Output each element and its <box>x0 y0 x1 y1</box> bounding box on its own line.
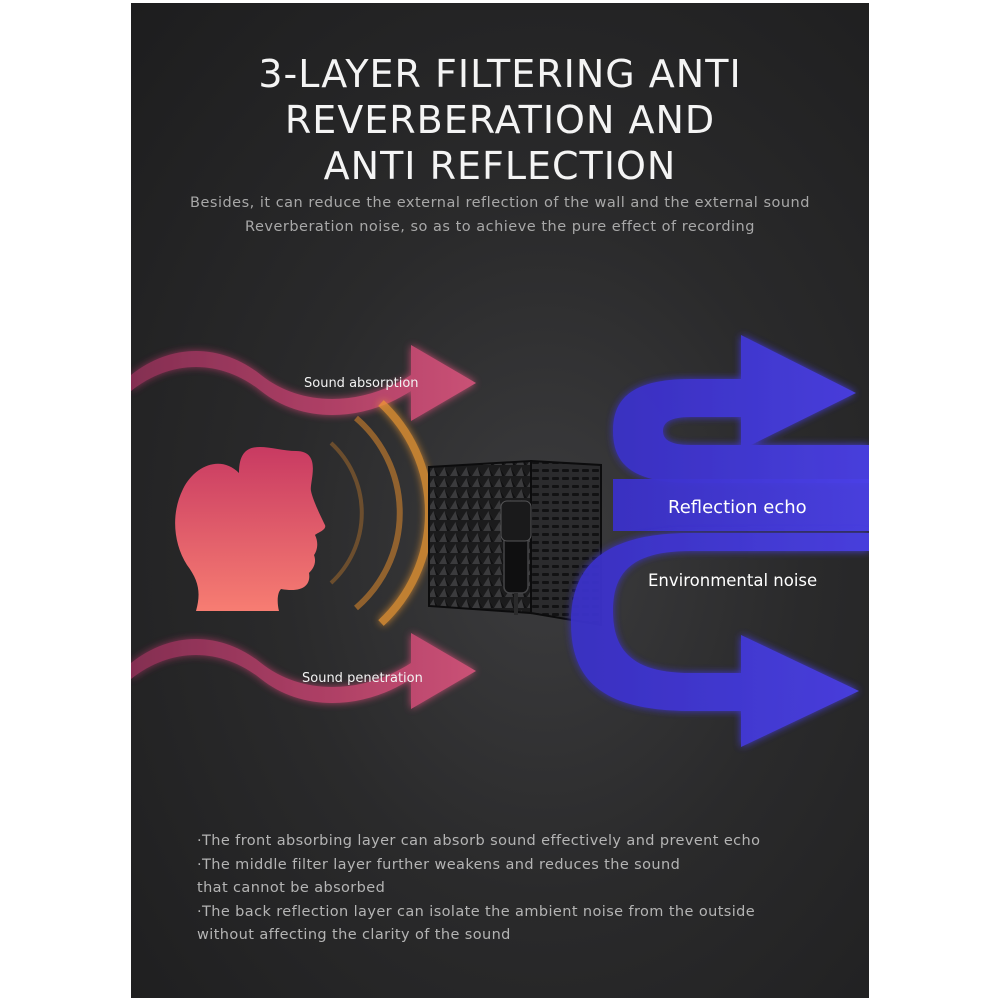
environmental-noise-arrow <box>571 533 869 747</box>
title-line-3: ANTI REFLECTION <box>323 144 677 188</box>
product-feature-panel: 3-LAYER FILTERING ANTI REVERBERATION AND… <box>131 3 869 998</box>
sound-penetration-label: Sound penetration <box>302 671 423 686</box>
head-silhouette-icon <box>175 446 326 611</box>
note-line: ·The front absorbing layer can absorb so… <box>197 833 761 849</box>
note-line: ·The back reflection layer can isolate t… <box>197 903 756 920</box>
title-line-1: 3-LAYER FILTERING ANTI <box>258 52 742 96</box>
subtitle: Besides, it can reduce the external refl… <box>131 191 869 239</box>
subtitle-line-2: Reverberation noise, so as to achieve th… <box>245 219 755 235</box>
illustration <box>131 335 869 747</box>
sound-wave-arcs <box>329 400 433 626</box>
feature-notes: ·The front absorbing layer can absorb so… <box>197 830 837 948</box>
title-line-2: REVERBERATION AND <box>284 98 716 142</box>
page-title: 3-LAYER FILTERING ANTI REVERBERATION AND… <box>131 51 869 189</box>
isolation-shield-image <box>428 459 602 627</box>
subtitle-line-1: Besides, it can reduce the external refl… <box>190 195 810 211</box>
reflection-echo-arrow <box>613 335 869 531</box>
sound-penetration-arrow <box>131 633 476 709</box>
note-line: that cannot be absorbed <box>197 880 386 896</box>
sound-absorption-label: Sound absorption <box>304 376 419 391</box>
note-line: without affecting the clarity of the sou… <box>197 927 511 943</box>
note-line: ·The middle filter layer further weakens… <box>197 856 681 873</box>
sound-absorption-arrow <box>131 345 476 421</box>
environmental-noise-label: Environmental noise <box>648 571 818 590</box>
reflection-echo-label: Reflection echo <box>668 497 807 518</box>
